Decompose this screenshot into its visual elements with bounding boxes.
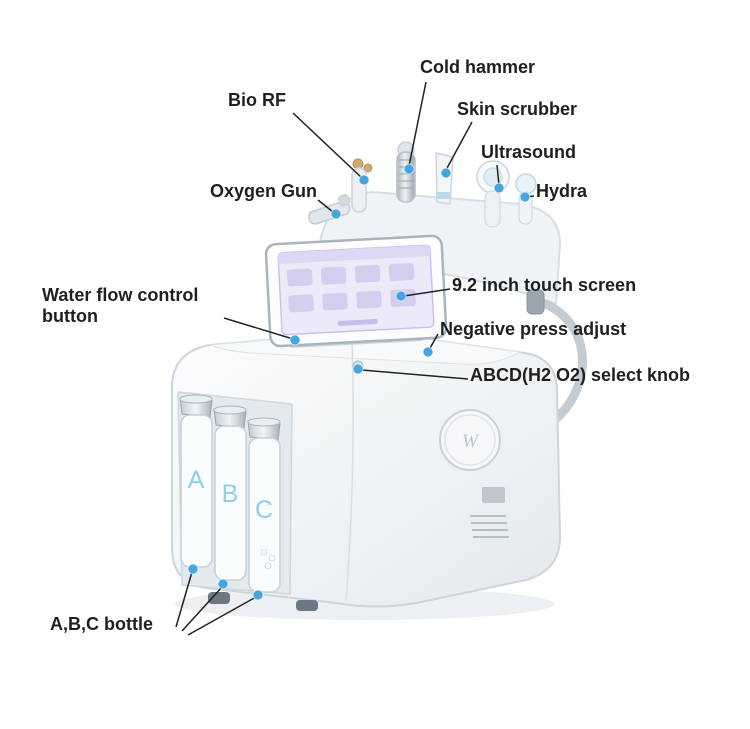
callout-dot-bottle-c — [252, 589, 264, 601]
touch-screen-panel — [264, 234, 448, 348]
callout-dot-bottle-a — [187, 563, 199, 575]
label-oxygen-gun: Oxygen Gun — [210, 181, 318, 201]
label-bio-rf: Bio RF — [228, 90, 286, 110]
callout-dots — [187, 163, 531, 601]
label-water-flow-control: Water flow control button — [42, 285, 199, 326]
callout-dot-skin-scrubber — [440, 167, 452, 179]
bottle-letter-c: C — [255, 496, 273, 524]
label-select-knob: ABCD(H2 O2) select knob — [470, 365, 691, 385]
label-hydra: Hydra — [536, 181, 588, 201]
callout-dot-oxygen-gun — [330, 208, 342, 220]
callout-dot-water-flow — [289, 334, 301, 346]
logo-letter: W — [462, 431, 480, 452]
bottle-letter-a: A — [188, 466, 205, 494]
callout-dot-cold-hammer — [403, 163, 415, 175]
label-touch-screen: 9.2 inch touch screen — [452, 275, 637, 295]
label-cold-hammer: Cold hammer — [420, 57, 536, 77]
side-logo: W — [439, 409, 501, 471]
callout-dot-touch-screen — [395, 290, 407, 302]
side-vents — [470, 487, 509, 538]
bottle-c: C — [247, 417, 281, 593]
cold-hammer-handpiece — [396, 141, 416, 203]
bottle-b: B — [213, 405, 247, 581]
bottle-letter-b: B — [222, 480, 239, 508]
label-skin-scrubber: Skin scrubber — [457, 99, 578, 119]
label-abc-bottle: A,B,C bottle — [50, 614, 153, 634]
label-negative-press: Negative press adjust — [440, 319, 627, 339]
callout-dot-select-knob — [352, 363, 364, 375]
bottle-a: A — [179, 394, 213, 568]
callout-dot-bio-rf — [358, 174, 370, 186]
callout-dot-ultrasound — [493, 182, 505, 194]
callout-dot-bottle-b — [217, 578, 229, 590]
callout-dot-hydra — [519, 191, 531, 203]
label-ultrasound: Ultrasound — [481, 142, 577, 162]
callout-dot-negative-press — [422, 346, 434, 358]
